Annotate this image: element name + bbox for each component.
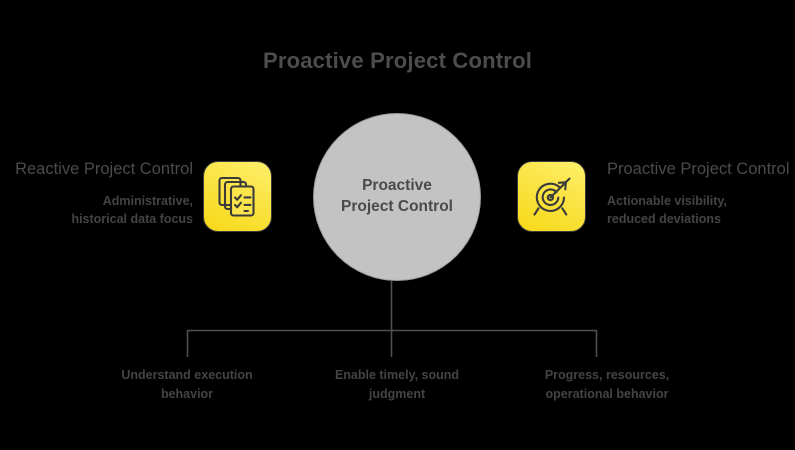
left-branch-icon-tile[interactable] (203, 161, 272, 232)
right-branch-subtext-line1: Actionable visibility, (607, 194, 727, 209)
central-hub-label: Proactive Project Control (330, 176, 465, 218)
leaf-label-2-line2: judgment (368, 386, 426, 401)
left-branch-heading: Reactive Project Control (15, 160, 193, 178)
leaf-label-2-line1: Enable timely, sound (334, 368, 460, 382)
leaf-label-3-line2: operational behavior (545, 386, 669, 401)
central-hub-label-line1: Proactive (362, 177, 432, 195)
leaf-label-1: Understand execution behavior (87, 366, 287, 404)
left-branch-subtext-line2: historical data focus (71, 212, 193, 227)
leaf-label-3: Progress, resources, operational behavio… (507, 366, 707, 404)
right-branch-subtext: Actionable visibility, reduced deviation… (607, 192, 792, 228)
page-title: Proactive Project Control (262, 48, 533, 73)
right-branch-text-block: Proactive Project Control Actionable vis… (607, 158, 792, 229)
central-hub-node[interactable]: Proactive Project Control (313, 113, 481, 281)
right-branch-subtext-line2: reduced deviations (607, 212, 721, 227)
right-branch-icon-tile[interactable] (517, 161, 586, 232)
central-hub-label-line2: Project Control (341, 198, 453, 215)
right-branch-heading: Proactive Project Control (607, 160, 790, 178)
leaf-label-1-line1: Understand execution (121, 368, 253, 382)
leaf-label-3-line1: Progress, resources, (544, 368, 670, 382)
documents-checklist-icon (217, 175, 259, 219)
left-branch-subtext: Administrative, historical data focus (8, 192, 193, 228)
left-branch-subtext-line1: Administrative, (102, 194, 193, 209)
left-branch-text-block: Reactive Project Control Administrative,… (8, 158, 193, 229)
leaf-label-2: Enable timely, sound judgment (297, 366, 497, 404)
leaf-label-1-line2: behavior (160, 386, 214, 401)
target-arrow-icon (529, 175, 574, 219)
